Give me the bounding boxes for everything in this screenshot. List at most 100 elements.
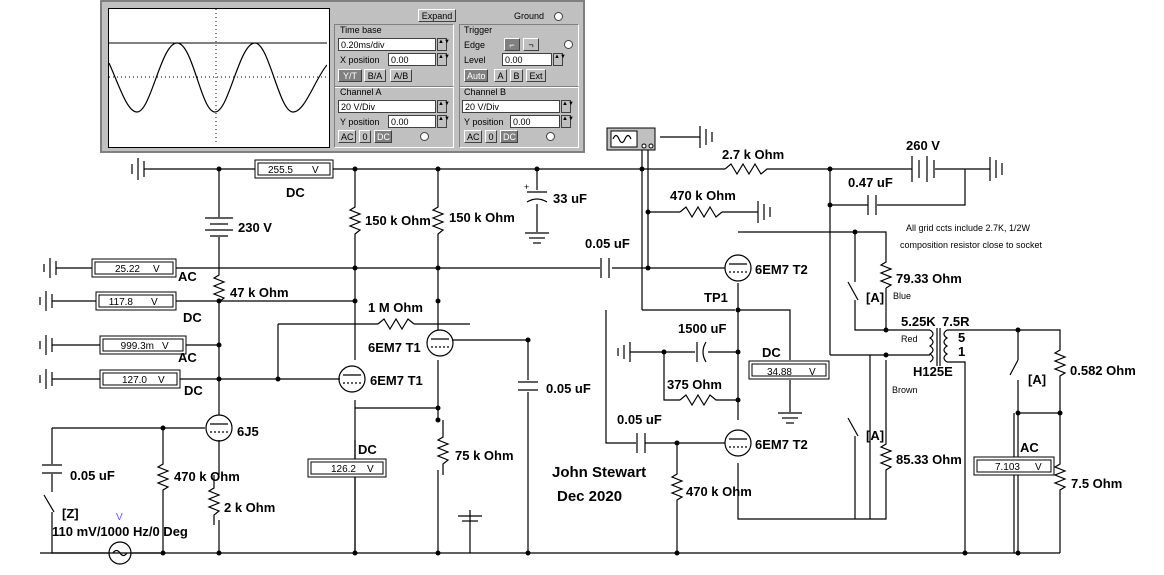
label-h125e: H125E xyxy=(913,364,953,379)
label-sw-z: [Z] xyxy=(62,506,79,521)
trigger-b-button[interactable]: B xyxy=(510,69,523,82)
label-red: Red xyxy=(901,334,918,344)
timebase-title: Time base xyxy=(340,25,382,35)
edge-radio[interactable] xyxy=(564,40,573,49)
channel-a-value[interactable]: 20 V/Div xyxy=(338,100,436,113)
svg-text:V: V xyxy=(1035,462,1042,473)
label-79: 79.33 Ohm xyxy=(896,271,962,286)
label-t1-lower: 6EM7 T1 xyxy=(370,373,423,388)
tube-6em7-t1-upper xyxy=(426,329,454,357)
channel-a-zero-button[interactable]: 0 xyxy=(359,130,371,143)
trigger-a-button[interactable]: A xyxy=(494,69,507,82)
timebase-spinner[interactable]: ▲▼ xyxy=(437,38,450,51)
transformer-h125e xyxy=(928,328,949,366)
mode-ba-button[interactable]: B/A xyxy=(364,69,386,82)
channel-a-spinner[interactable]: ▲▼ xyxy=(437,100,450,113)
timebase-group xyxy=(334,24,454,88)
channel-b-value[interactable]: 20 V/Div xyxy=(462,100,560,113)
label-t2-upper: 6EM7 T2 xyxy=(755,262,808,277)
capacitor-33uf: + xyxy=(524,182,548,203)
channel-a-ypos-label: Y position xyxy=(340,117,380,127)
label-33uf: 33 uF xyxy=(553,191,587,206)
channel-b-radio[interactable] xyxy=(546,132,555,141)
svg-text:25.22: 25.22 xyxy=(115,264,140,275)
timebase-value[interactable]: 0.20ms/div xyxy=(338,38,436,51)
resistor-2k xyxy=(207,475,221,525)
channel-a-ypos-field[interactable]: 0.00 xyxy=(388,115,436,128)
label-150k-a: 150 k Ohm xyxy=(365,213,431,228)
expand-button[interactable]: Expand xyxy=(418,9,456,22)
channel-a-radio[interactable] xyxy=(420,132,429,141)
mode-yt-button[interactable]: Y/T xyxy=(338,69,362,82)
channel-b-zero-button[interactable]: 0 xyxy=(485,130,497,143)
note-line-2: composition resistor close to socket xyxy=(900,240,1043,250)
channel-a-ac-button[interactable]: AC xyxy=(338,130,356,143)
label-n5: 5 xyxy=(958,330,965,345)
channel-b-spinner[interactable]: ▲▼ xyxy=(561,100,574,113)
label-2.7k: 2.7 k Ohm xyxy=(722,147,784,162)
capacitor-1500uf xyxy=(696,341,707,363)
channel-b-ac-button[interactable]: AC xyxy=(464,130,482,143)
ground-1500uf xyxy=(617,342,664,362)
label-dc-4: DC xyxy=(184,383,203,398)
label-005-b: 0.05 uF xyxy=(546,381,591,396)
label-0582: 0.582 Ohm xyxy=(1070,363,1136,378)
ground-meter-3 xyxy=(39,335,100,355)
channel-a-dc-button[interactable]: DC xyxy=(374,130,392,143)
resistor-150k-a xyxy=(348,200,362,242)
level-field[interactable]: 0.00 xyxy=(502,53,552,66)
label-75-ohm: 7.5 Ohm xyxy=(1071,476,1122,491)
channel-b-dc-button[interactable]: DC xyxy=(500,130,518,143)
ground-radio[interactable] xyxy=(554,12,563,21)
channel-b-title: Channel B xyxy=(464,87,507,97)
xpos-spinner[interactable]: ▲▼ xyxy=(437,53,450,66)
capacitor-005-d xyxy=(42,464,62,474)
label-ac-1: AC xyxy=(178,269,197,284)
channel-b-ypos-label: Y position xyxy=(464,117,504,127)
oscilloscope-panel: Expand Ground Time base 0.20ms/div ▲▼ X … xyxy=(100,0,585,153)
label-47k: 47 k Ohm xyxy=(230,285,289,300)
scope-probe-icon[interactable] xyxy=(606,127,656,151)
ground-scope xyxy=(699,126,713,148)
label-005-a: 0.05 uF xyxy=(585,236,630,251)
svg-text:V: V xyxy=(809,367,816,378)
note-line-1: All grid ccts include 2.7K, 1/2W xyxy=(906,223,1031,233)
channel-a-ypos-spinner[interactable]: ▲▼ xyxy=(437,115,450,128)
ground-label: Ground xyxy=(514,11,545,21)
trigger-group xyxy=(459,24,579,88)
ground-tp xyxy=(778,412,802,424)
resistor-75 xyxy=(1053,460,1067,500)
label-sw-a1: [A] xyxy=(866,290,884,305)
channel-b-ypos-field[interactable]: 0.00 xyxy=(510,115,560,128)
ground-bottom xyxy=(458,510,482,553)
ground-33uf xyxy=(525,232,549,244)
svg-text:127.0: 127.0 xyxy=(122,375,147,386)
trigger-auto-button[interactable]: Auto xyxy=(464,69,488,82)
resistor-470k-b xyxy=(156,460,170,500)
level-spinner[interactable]: ▲▼ xyxy=(553,53,566,66)
tube-6em7-t1-lower xyxy=(338,365,366,393)
ground-symbol xyxy=(131,158,150,180)
edge-label: Edge xyxy=(464,40,486,50)
label-tap-2: 7.5R xyxy=(942,314,970,329)
label-sw-a3: [A] xyxy=(866,428,884,443)
label-brown: Brown xyxy=(892,385,918,395)
trigger-ext-button[interactable]: Ext xyxy=(526,69,546,82)
resistor-470k-c xyxy=(670,470,684,553)
label-dc-2: DC xyxy=(183,310,202,325)
channel-b-ypos-spinner[interactable]: ▲▼ xyxy=(561,115,574,128)
capacitor-005-c xyxy=(636,433,646,453)
resistor-375 xyxy=(679,393,738,407)
edge-falling-button[interactable]: ¬ xyxy=(523,38,539,51)
mode-ab-button[interactable]: A/B xyxy=(390,69,412,82)
label-047: 0.47 uF xyxy=(848,175,893,190)
xpos-field[interactable]: 0.00 xyxy=(388,53,436,66)
label-375: 375 Ohm xyxy=(667,377,722,392)
svg-text:V: V xyxy=(162,341,169,352)
edge-rising-button[interactable]: ⌐ xyxy=(504,38,520,51)
ground-470k xyxy=(757,201,771,223)
